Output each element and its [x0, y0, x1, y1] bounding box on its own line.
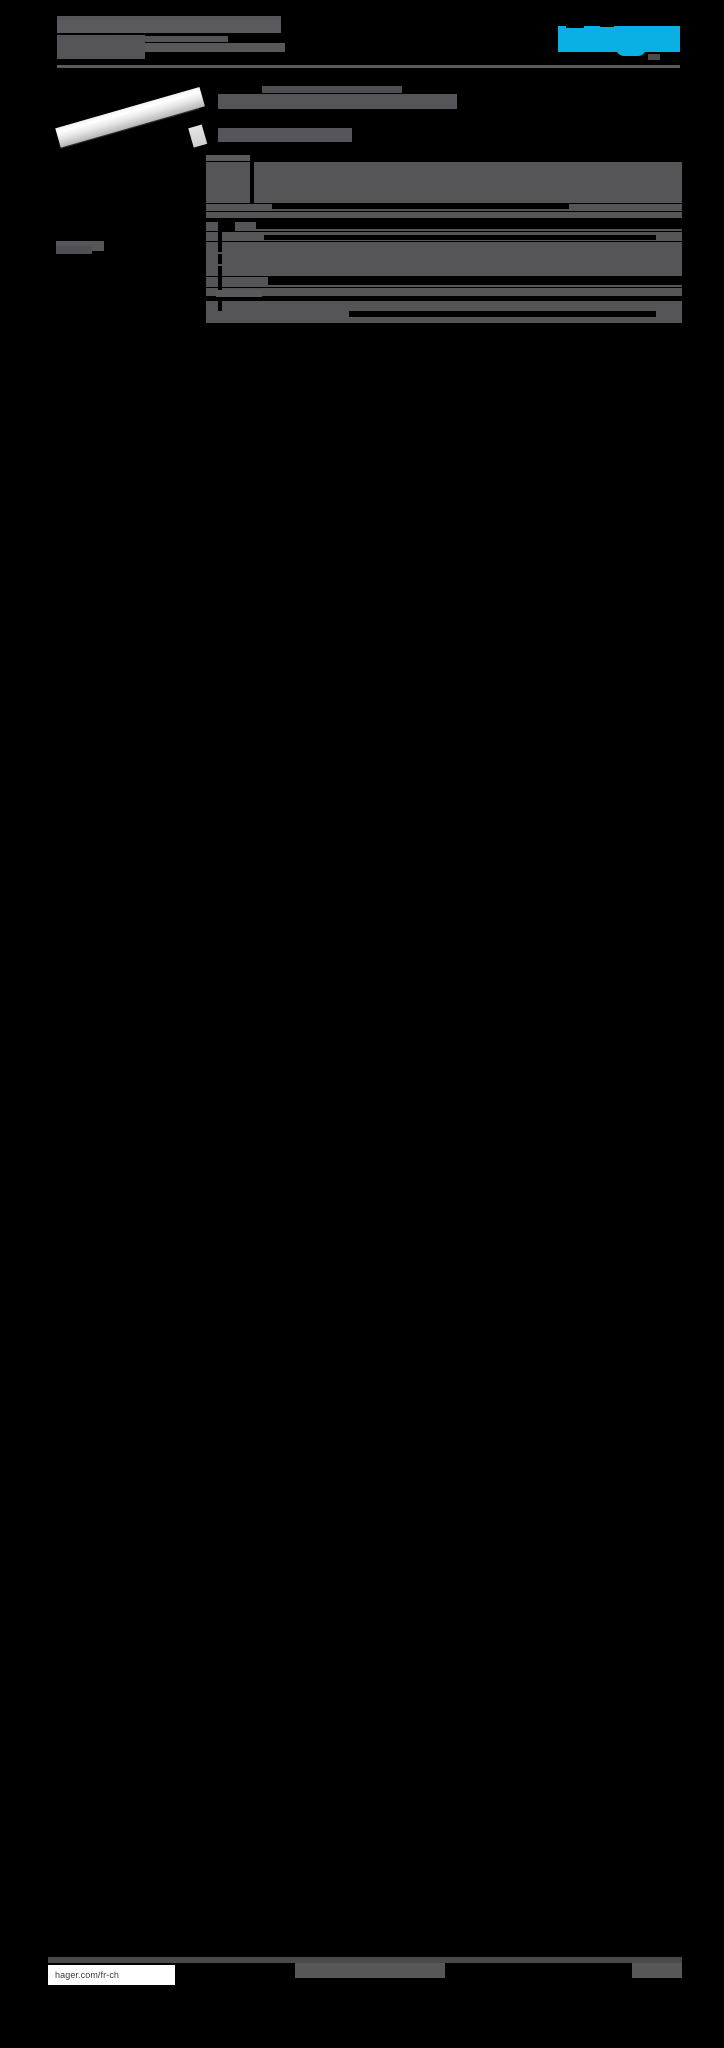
table-cell-divider — [218, 254, 222, 264]
product-body — [55, 87, 205, 148]
table-cell-divider — [218, 301, 222, 311]
table-row-gap — [206, 296, 682, 300]
document-page: hager.com/fr-ch — [0, 0, 724, 1985]
section-subheading — [218, 128, 352, 142]
table-cell-divider — [272, 204, 569, 209]
table-row — [216, 290, 262, 297]
table-cell-divider — [218, 277, 222, 287]
page-title-line-1 — [57, 16, 281, 33]
table-cell-divider — [218, 232, 222, 241]
table-row — [206, 288, 682, 296]
table-row — [206, 212, 682, 218]
table-cell-divider — [218, 242, 222, 252]
table-cell-divider — [218, 222, 235, 231]
product-image — [48, 87, 208, 178]
header-divider — [57, 65, 680, 68]
hager-logo — [558, 20, 680, 60]
page-footer: hager.com/fr-ch — [0, 975, 724, 1985]
table-row — [206, 155, 250, 161]
table-cell-divider — [264, 235, 656, 240]
hager-logo-trademark-icon — [648, 54, 660, 60]
table-cell-divider — [256, 222, 682, 229]
section-heading-accent — [262, 86, 402, 93]
footer-website-link[interactable]: hager.com/fr-ch — [48, 1965, 175, 1985]
page-subtitle — [145, 43, 285, 52]
section-heading — [218, 94, 457, 109]
hager-logo-wordmark — [558, 20, 680, 52]
table-cell-divider — [349, 311, 656, 317]
page-subtitle-accent — [118, 36, 228, 42]
product-image-caption-line-2 — [56, 246, 92, 254]
table-cell-divider — [268, 277, 682, 285]
product-end-cap — [188, 124, 208, 148]
page-header — [0, 0, 724, 80]
table-row-gap — [206, 218, 682, 222]
table-cell-divider — [218, 266, 222, 276]
hager-logo-swoosh-icon — [616, 48, 646, 56]
footer-page-number — [632, 1963, 682, 1978]
footer-center-text — [295, 1963, 445, 1978]
table-row — [206, 162, 682, 203]
table-row — [206, 242, 682, 276]
table-cell-divider — [250, 162, 254, 203]
